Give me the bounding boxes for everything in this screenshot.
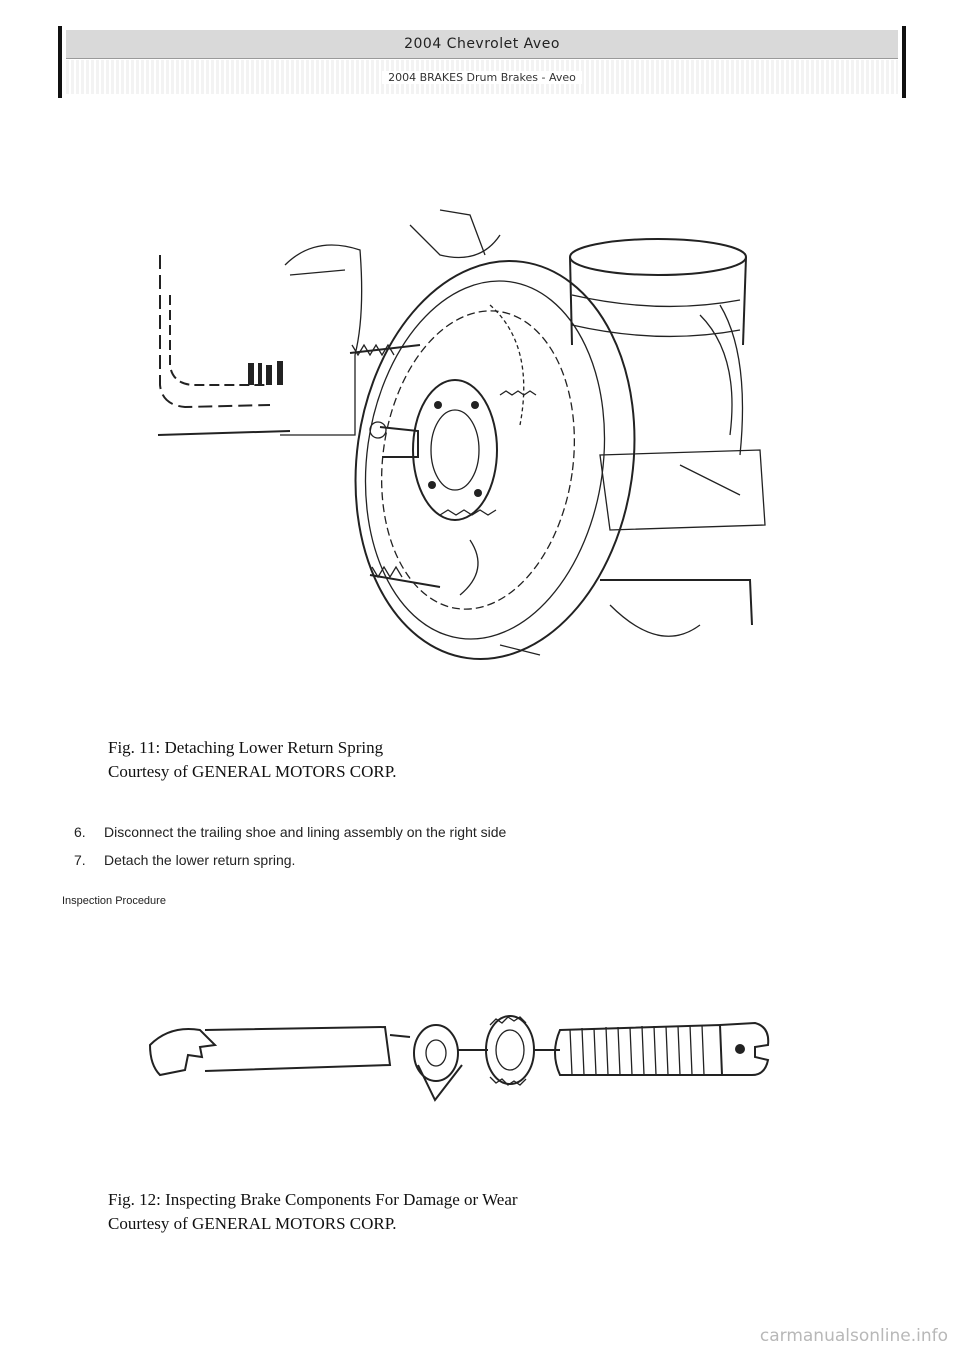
step-number: 7.	[74, 852, 86, 868]
list-item: 7. Detach the lower return spring.	[74, 846, 506, 874]
figure-12-title: Fig. 12: Inspecting Brake Components For…	[108, 1190, 518, 1209]
header-title-band: 2004 Chevrolet Aveo	[66, 30, 898, 59]
step-text: Disconnect the trailing shoe and lining …	[104, 824, 507, 840]
section-heading: Inspection Procedure	[62, 895, 166, 907]
watermark: carmanualsonline.info	[759, 1326, 948, 1346]
list-item: 6. Disconnect the trailing shoe and lini…	[74, 818, 506, 846]
page-header: 2004 Chevrolet Aveo 2004 BRAKES Drum Bra…	[58, 26, 906, 98]
step-number: 6.	[74, 824, 86, 840]
figure-12-caption: Fig. 12: Inspecting Brake Components For…	[108, 1188, 518, 1236]
step-text: Detach the lower return spring.	[104, 852, 296, 868]
procedure-steps: 6. Disconnect the trailing shoe and lini…	[74, 818, 506, 874]
figure-11-illustration	[157, 209, 766, 660]
figure-11-caption: Fig. 11: Detaching Lower Return Spring C…	[108, 736, 397, 784]
header-right-rule	[902, 26, 906, 98]
header-subtitle-band: 2004 BRAKES Drum Brakes - Aveo	[66, 60, 898, 94]
header-left-rule	[58, 26, 62, 98]
document-subtitle: 2004 BRAKES Drum Brakes - Aveo	[382, 70, 582, 84]
figure-12-credit: Courtesy of GENERAL MOTORS CORP.	[108, 1214, 397, 1233]
document-title: 2004 Chevrolet Aveo	[404, 36, 560, 52]
figure-11-credit: Courtesy of GENERAL MOTORS CORP.	[108, 762, 397, 781]
figure-12-illustration	[148, 1015, 770, 1102]
figure-11-title: Fig. 11: Detaching Lower Return Spring	[108, 738, 384, 757]
